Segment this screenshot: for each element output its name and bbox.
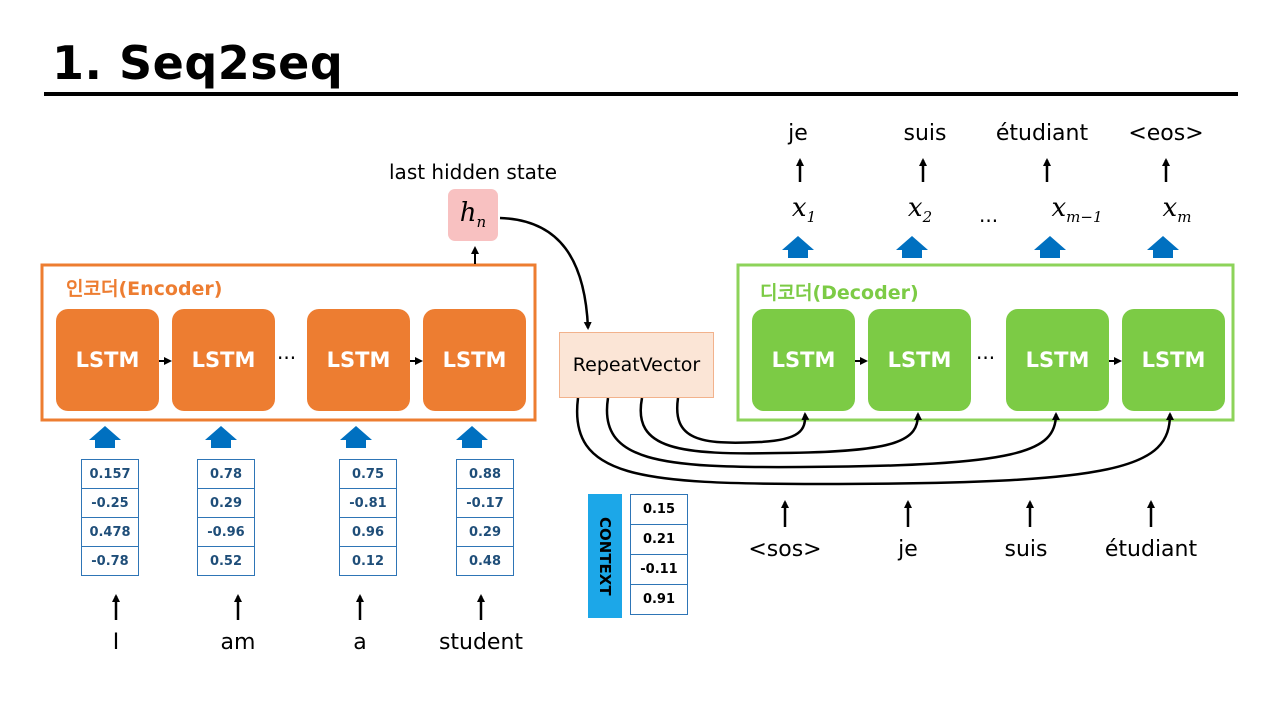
decoder-input-word-2: je bbox=[898, 537, 918, 562]
x-var-ellipsis: ... bbox=[979, 203, 999, 227]
x-var-4: xm bbox=[1162, 193, 1192, 227]
embedding-vector-1: 0.157-0.25 0.478-0.78 bbox=[81, 459, 139, 576]
encoder-input-blue-arrow-2 bbox=[205, 426, 237, 448]
decoder-input-word-1: <sos> bbox=[748, 537, 822, 562]
encoder-input-word-2: am bbox=[220, 630, 256, 655]
decoder-input-word-3: suis bbox=[1004, 537, 1048, 562]
encoder-input-word-4: student bbox=[438, 630, 524, 655]
decoder-output-word-1: je bbox=[788, 121, 808, 146]
last-hidden-state-label: last hidden state bbox=[389, 160, 558, 184]
decoder-lstm-3: LSTM bbox=[1006, 309, 1109, 411]
page-title: 1. Seq2seq bbox=[52, 36, 344, 90]
repeat-curve-1 bbox=[675, 397, 810, 444]
repeat-curve-3 bbox=[605, 397, 1060, 469]
encoder-lstm-1: LSTM bbox=[56, 309, 159, 411]
decoder-output-blue-arrow-1 bbox=[782, 236, 814, 258]
decoder-ellipsis: ··· bbox=[976, 346, 996, 370]
hidden-state-symbol: hn bbox=[459, 198, 487, 232]
decoder-output-blue-arrow-2 bbox=[896, 236, 928, 258]
decoder-label: 디코더(Decoder) bbox=[760, 282, 919, 304]
decoder-output-blue-arrow-3 bbox=[1034, 236, 1066, 258]
encoder-input-word-1: I bbox=[112, 630, 120, 655]
x-var-3: xm−1 bbox=[1051, 193, 1103, 227]
context-label: CONTEXT bbox=[588, 494, 622, 618]
decoder-output-word-3: étudiant bbox=[995, 121, 1089, 146]
repeat-curve-4 bbox=[575, 397, 1174, 486]
encoder-input-word-3: a bbox=[353, 630, 367, 655]
decoder-lstm-4: LSTM bbox=[1122, 309, 1225, 411]
decoder-lstm-1: LSTM bbox=[752, 309, 855, 411]
encoder-input-blue-arrow-1 bbox=[89, 426, 121, 448]
x-var-2: x2 bbox=[907, 193, 933, 227]
hidden-state-box: hn bbox=[448, 189, 498, 241]
encoder-input-blue-arrow-3 bbox=[340, 426, 372, 448]
decoder-frame bbox=[736, 263, 1235, 422]
encoder-input-blue-arrow-4 bbox=[456, 426, 488, 448]
encoder-lstm-4: LSTM bbox=[423, 309, 526, 411]
decoder-output-blue-arrow-4 bbox=[1147, 236, 1179, 258]
encoder-lstm-2: LSTM bbox=[172, 309, 275, 411]
decoder-input-word-4: étudiant bbox=[1104, 537, 1198, 562]
x-var-1: x1 bbox=[791, 193, 817, 227]
decoder-output-word-2: suis bbox=[903, 121, 947, 146]
encoder-frame bbox=[40, 263, 537, 422]
encoder-lstm-3: LSTM bbox=[307, 309, 410, 411]
decoder-output-word-4: <eos> bbox=[1128, 121, 1204, 146]
encoder-label: 인코더(Encoder) bbox=[66, 278, 223, 300]
encoder-ellipsis: ··· bbox=[277, 346, 297, 370]
repeat-vector-box: RepeatVector bbox=[559, 332, 714, 398]
repeat-curve-2 bbox=[639, 397, 922, 455]
title-underline bbox=[44, 92, 1238, 96]
decoder-lstm-2: LSTM bbox=[868, 309, 971, 411]
hidden-to-repeat-curve bbox=[499, 216, 592, 330]
